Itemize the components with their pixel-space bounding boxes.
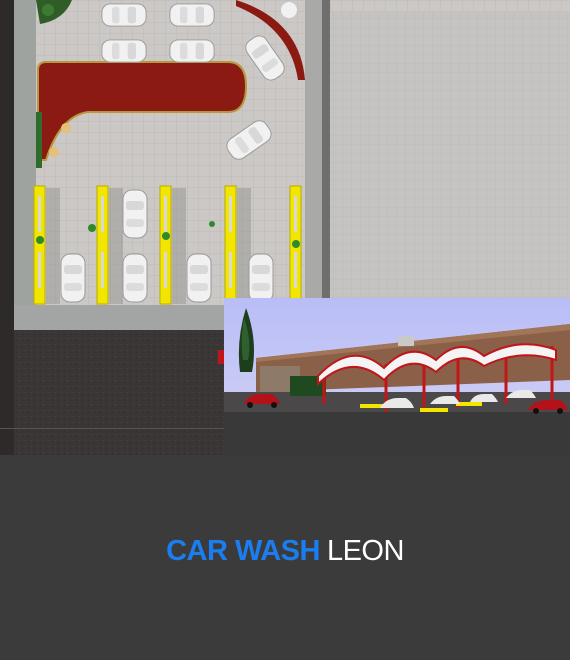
project-title-accent: CAR WASH xyxy=(166,535,320,567)
site-visual xyxy=(0,0,570,455)
project-title-rest: LEON xyxy=(326,535,404,567)
site-plan-view xyxy=(0,0,570,455)
render-inset xyxy=(218,298,570,455)
cypress-tree-icon xyxy=(238,308,254,372)
